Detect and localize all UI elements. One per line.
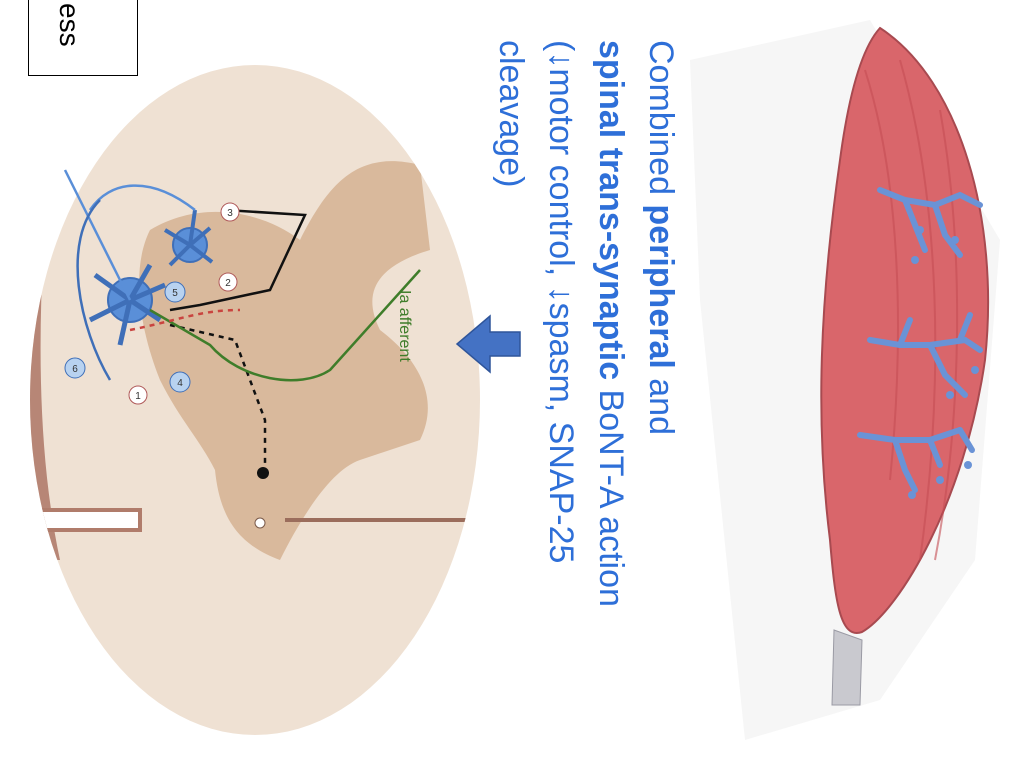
ia-afferent-label: Ia afferent xyxy=(396,290,413,362)
central-canal-wedge xyxy=(30,510,140,530)
central-canal xyxy=(255,518,265,528)
marker-4: 4 xyxy=(177,378,183,389)
marker-6: 6 xyxy=(72,364,78,375)
marker-2: 2 xyxy=(225,278,231,289)
dorsal-root-dot xyxy=(257,467,269,479)
marker-3: 3 xyxy=(227,208,233,219)
marker-1: 1 xyxy=(135,391,141,402)
marker-5: 5 xyxy=(172,288,178,299)
tendon xyxy=(832,630,862,705)
spinal-cord-section: Ia afferent 1 2 3 4 5 6 xyxy=(20,65,480,735)
muscle-illustration xyxy=(690,20,1000,740)
